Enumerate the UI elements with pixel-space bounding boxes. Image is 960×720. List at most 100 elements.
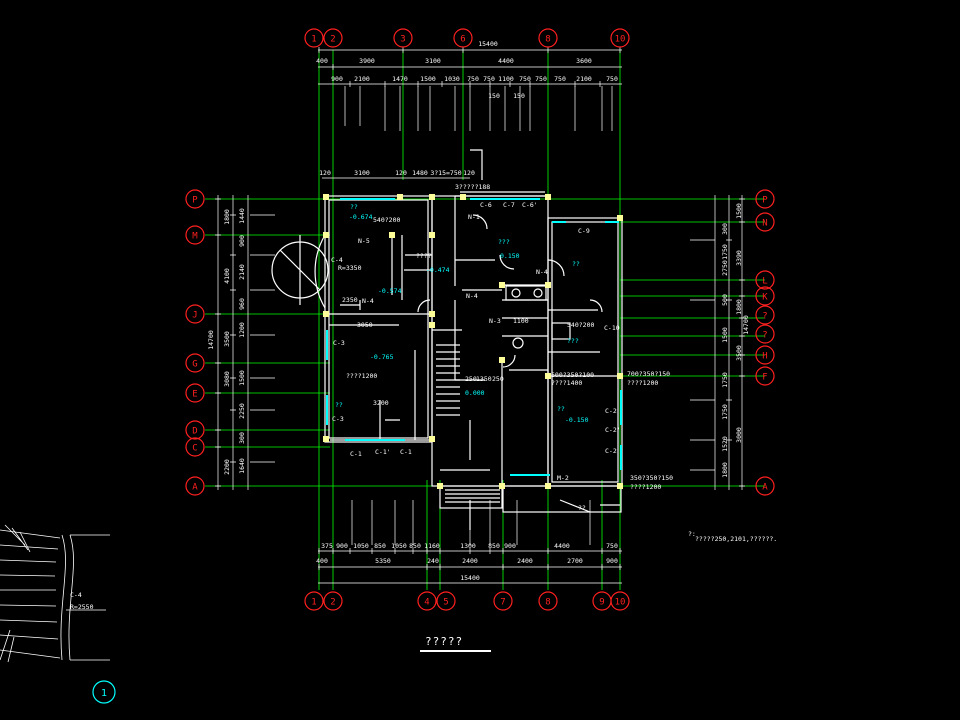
- axis-bottom-9: 9: [592, 591, 612, 611]
- dim-top-row3-0: 150: [488, 92, 500, 100]
- axis-top-6: 6: [453, 28, 473, 48]
- note-marker: ?:: [688, 530, 696, 538]
- room-label-18: 3?????188: [455, 183, 490, 191]
- dim-right-row2-6: 1750: [721, 404, 729, 420]
- axis-right-unknown-0: ?: [755, 305, 775, 325]
- dim-top-row2-7: 1100: [498, 75, 514, 83]
- axis-top-1-label: 1: [311, 35, 316, 45]
- room-label-46: M-2: [557, 474, 569, 482]
- dim-right-total: 14700: [742, 315, 750, 335]
- axis-bottom-5: 5: [436, 591, 456, 611]
- dim-bottom-row1-2: 1050: [353, 542, 369, 550]
- dim-top-inner-1: 3100: [354, 169, 370, 177]
- dim-bottom-row2-5: 2700: [567, 557, 583, 565]
- dim-bottom-row1-11: 750: [606, 542, 618, 550]
- axis-right-H-circle: [755, 345, 775, 365]
- axis-bottom-8-label: 8: [545, 598, 550, 608]
- axis-right-K-circle: [755, 286, 775, 306]
- room-label-49: ??: [578, 504, 586, 512]
- dim-right-row2-1: 1750: [721, 244, 729, 260]
- dim-bottom-row1-8: 850: [488, 542, 500, 550]
- room-label-24: 0.150: [500, 252, 520, 260]
- axis-right-P-circle: [755, 189, 775, 209]
- axis-bottom-10: 10: [610, 591, 630, 611]
- dim-bottom-row2-4: 2400: [517, 557, 533, 565]
- detail-bubble-number: 1: [101, 688, 107, 699]
- dim-left-row2-2: 2140: [238, 264, 246, 280]
- dim-top-row1-3: 4400: [498, 57, 514, 65]
- columns: [323, 194, 623, 489]
- dim-right-row1-0: 1500: [735, 203, 743, 219]
- room-label-28: N-4: [466, 292, 478, 300]
- dim-top-row2-0: 900: [331, 75, 343, 83]
- axis-right-P-label: P: [762, 196, 768, 206]
- dim-top-inner-2: 120: [395, 169, 407, 177]
- room-label-22: N-1: [468, 213, 480, 221]
- room-label-7: -0.574: [378, 287, 402, 295]
- dim-top-row1-2: 3100: [425, 57, 441, 65]
- dim-top-total: 15400: [478, 40, 498, 48]
- dim-top-row2-5: 750: [467, 75, 479, 83]
- dim-top-row3: 150 150: [488, 92, 525, 100]
- walls: [271, 149, 623, 530]
- axis-right-unknown-0-circle: [755, 305, 775, 325]
- axis-top-6-label: 6: [460, 35, 465, 45]
- room-label-37: 1350: [476, 375, 492, 383]
- axis-top-2-circle: [323, 28, 343, 48]
- room-label-5: 2350: [342, 296, 358, 304]
- detail-label-radius: R=2550: [70, 603, 94, 611]
- axis-left-A-label: A: [192, 483, 198, 493]
- axis-left-G-circle: [185, 353, 205, 373]
- dim-bottom-row1-10: 4400: [554, 542, 570, 550]
- dim-top-row1-4: 3600: [576, 57, 592, 65]
- dim-left-row1-3: 3080: [223, 371, 231, 387]
- room-label-53: 540?200: [373, 216, 400, 224]
- axis-left-D-circle: [185, 420, 205, 440]
- axis-top-1: 1: [304, 28, 324, 48]
- room-label-50: C-2: [605, 407, 617, 415]
- axis-left-P-label: P: [192, 196, 198, 206]
- room-label-19: C-6: [480, 201, 492, 209]
- room-label-36: 250: [465, 375, 477, 383]
- room-label-35: ???: [567, 337, 579, 345]
- axis-left-G: G: [185, 353, 205, 373]
- axis-right-unknown-1-label: ?: [762, 331, 767, 341]
- dim-top-row2-8: 750: [519, 75, 531, 83]
- axis-bottom-1-label: 1: [311, 598, 316, 608]
- axis-bottom-2-label: 2: [330, 598, 335, 608]
- axis-bottom-5-label: 5: [443, 598, 448, 608]
- axis-grid: [205, 50, 765, 590]
- room-label-16: C-1: [400, 448, 412, 456]
- axis-bottom-10-circle: [610, 591, 630, 611]
- axis-bottom-10-label: 10: [615, 598, 626, 608]
- axis-right-H: H: [755, 345, 775, 365]
- axis-bottom-1-circle: [304, 591, 324, 611]
- room-label-31: N-3: [489, 317, 501, 325]
- dim-right-row1-4: 3000: [735, 427, 743, 443]
- dim-bottom-total: 15400: [460, 574, 480, 582]
- room-label-4: R=3350: [338, 264, 362, 272]
- room-label-11: ????1200: [346, 372, 377, 380]
- axis-left-A-circle: [185, 476, 205, 496]
- dim-left-row1-2: 3500: [223, 331, 231, 347]
- room-label-44: ??: [557, 405, 565, 413]
- axis-bottom-8: 8: [538, 591, 558, 611]
- axis-bottom-4: 4: [417, 591, 437, 611]
- axis-bottom-4-circle: [417, 591, 437, 611]
- room-label-25: N-4: [536, 268, 548, 276]
- dim-top-inner-4: 3?15=750: [430, 169, 461, 177]
- axis-top-10: 10: [610, 28, 630, 48]
- room-label-23: ???: [498, 238, 510, 246]
- detail-label-c4: C-4: [70, 591, 82, 599]
- dim-top-row3-1: 150: [513, 92, 525, 100]
- axis-bottom-5-circle: [436, 591, 456, 611]
